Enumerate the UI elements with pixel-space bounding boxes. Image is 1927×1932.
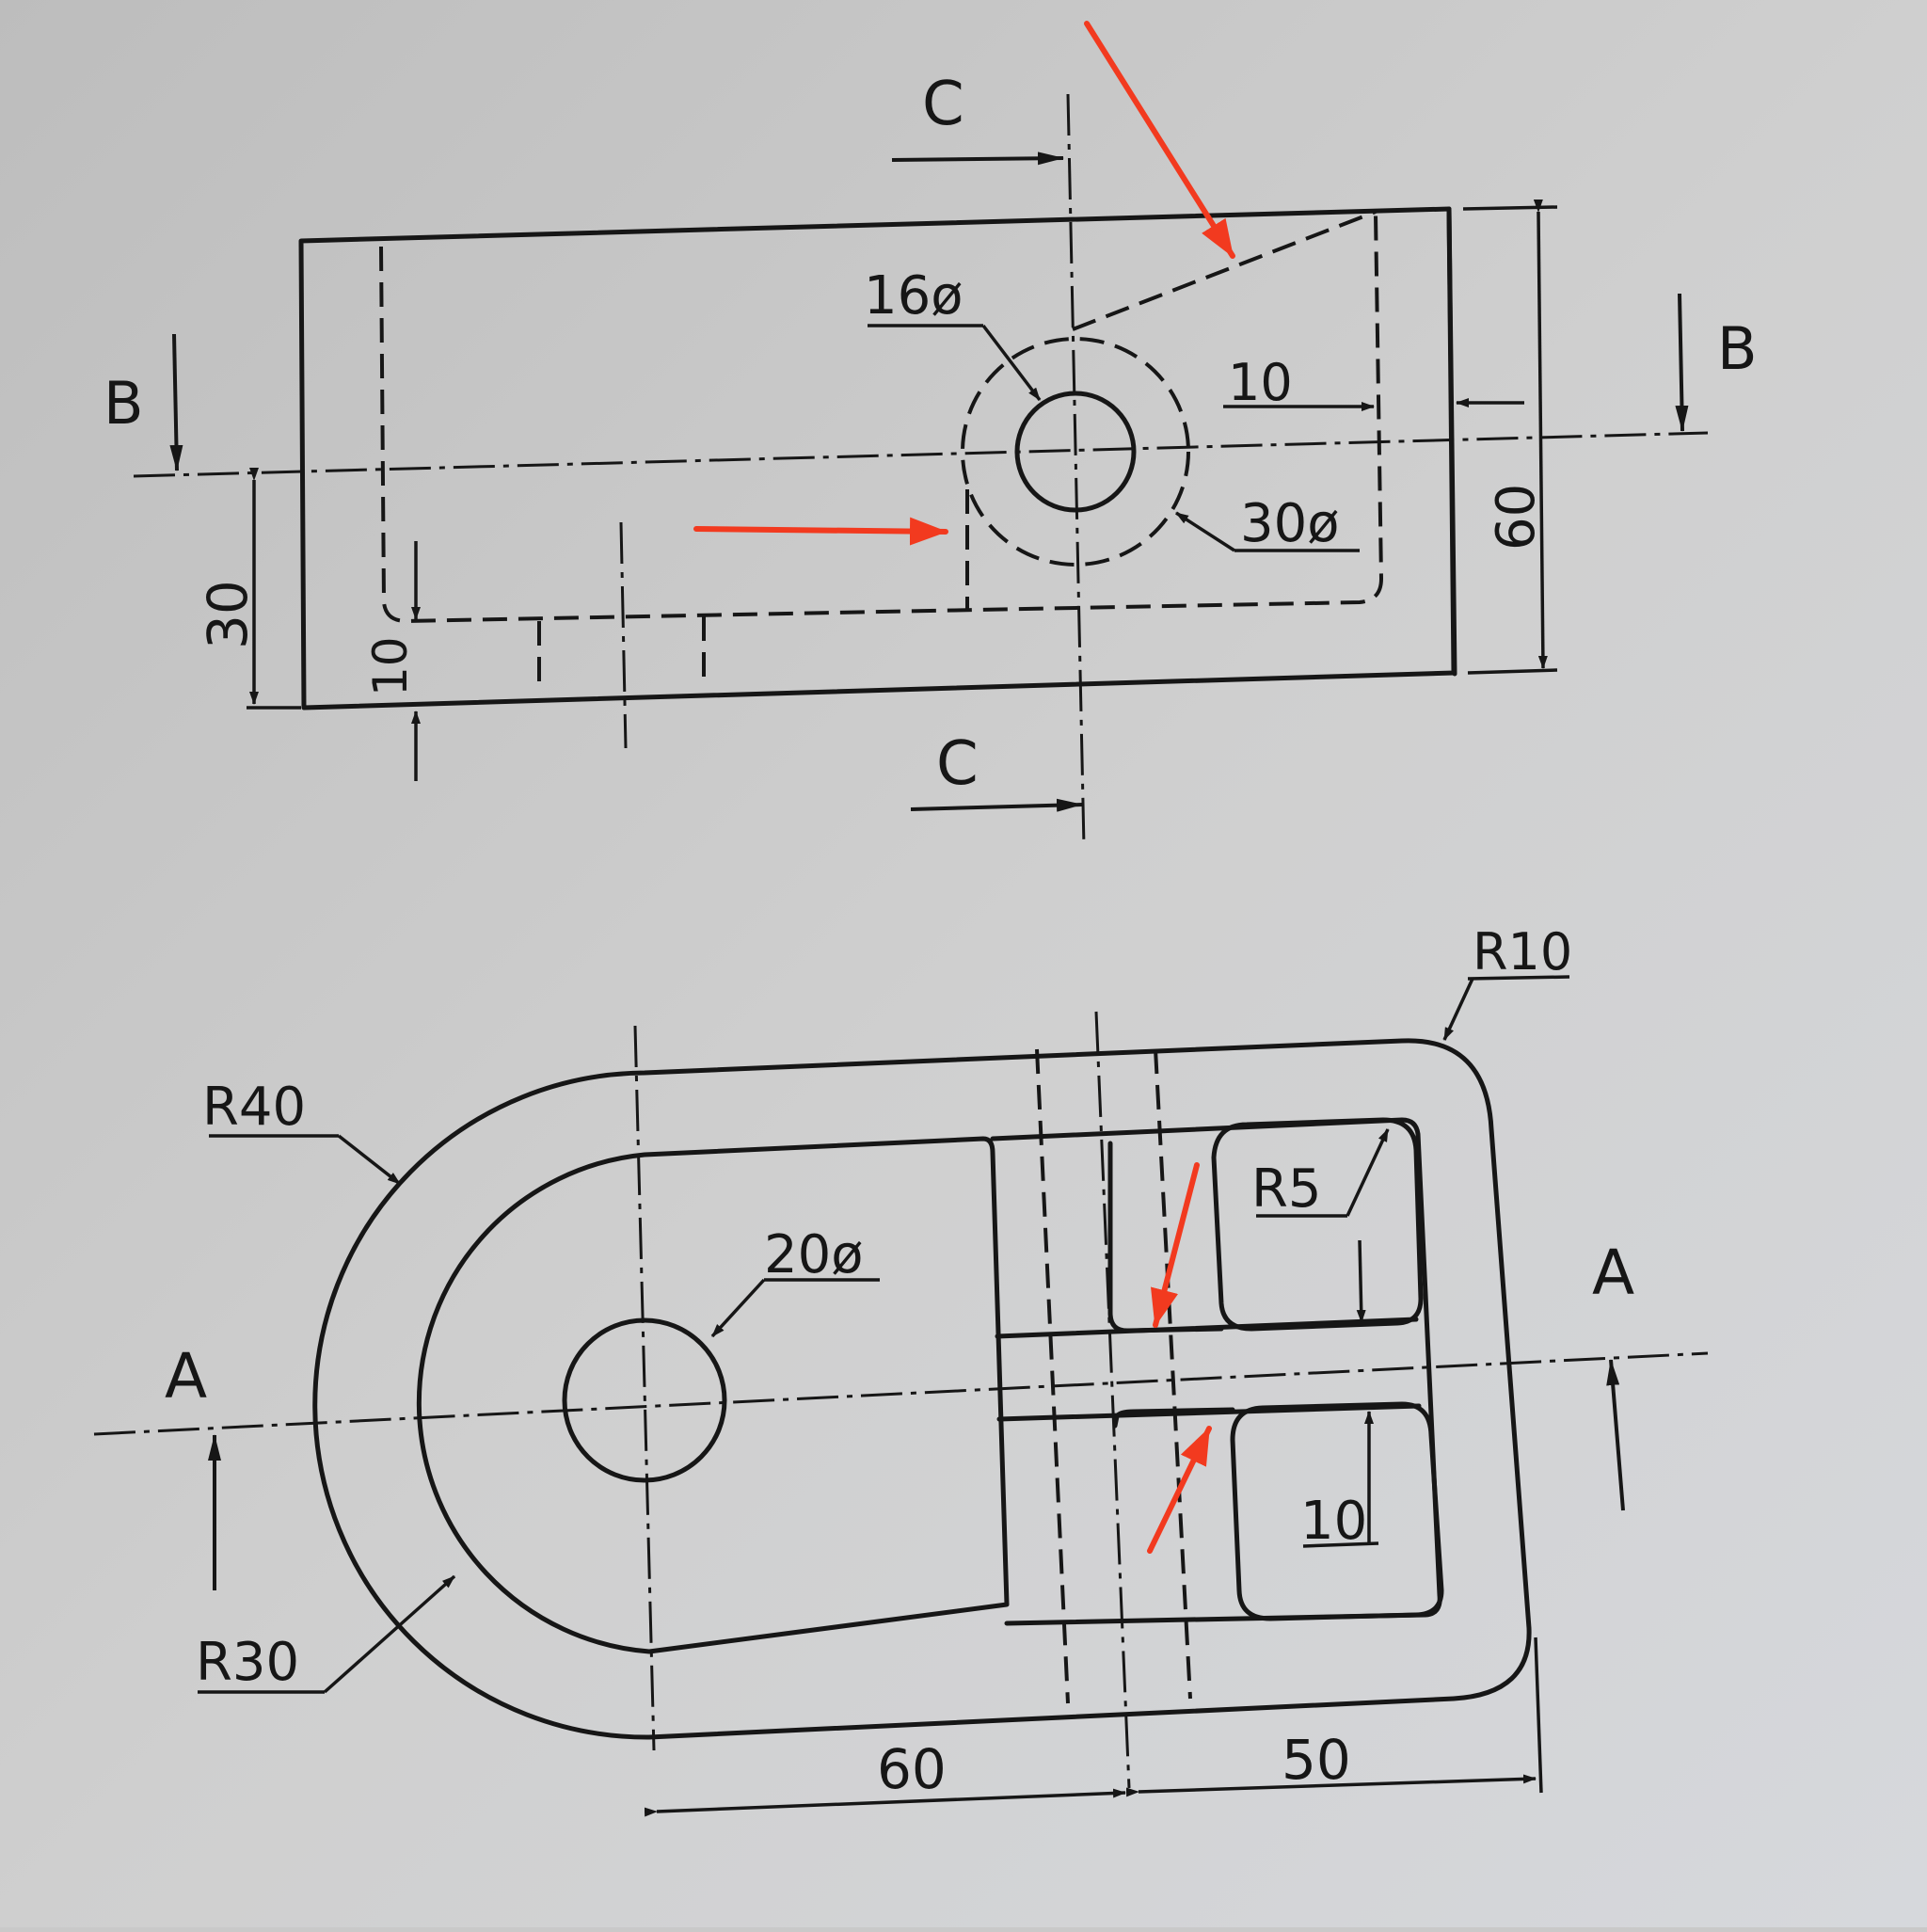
section-b-arrow-right bbox=[1675, 293, 1689, 432]
section-c-arrow-bottom bbox=[910, 798, 1083, 812]
section-a-label-left: A bbox=[165, 1340, 207, 1413]
pocket-lower-right bbox=[1230, 1401, 1444, 1621]
dia-30-leader bbox=[1175, 511, 1235, 552]
boss-30-hidden-circle bbox=[961, 337, 1190, 567]
r40-leader bbox=[337, 1134, 402, 1186]
top-view-horizontal-centerline bbox=[93, 1351, 1709, 1436]
red-arrow-rib-top bbox=[1151, 1162, 1200, 1328]
red-arrow-rib-bottom bbox=[1147, 1426, 1212, 1554]
front-view-vertical-centerline bbox=[1066, 93, 1086, 848]
dim-50-line bbox=[1125, 1774, 1537, 1797]
top-view-left-centerline bbox=[633, 1025, 656, 1751]
top-view: A A R10 R40 R30 20ø R5 10 60 50 bbox=[93, 922, 1709, 1817]
dim-10-pocket-arrow-top bbox=[1356, 1239, 1366, 1323]
dim-60-line-bottom bbox=[644, 1788, 1126, 1817]
dia-16-leader bbox=[981, 324, 1042, 402]
dia-20-label: 20ø bbox=[764, 1224, 864, 1285]
dim-10-bottom-label: 10 bbox=[363, 636, 418, 696]
dim-60-bottom-label: 60 bbox=[877, 1737, 947, 1801]
section-c-arrow-top bbox=[891, 152, 1064, 166]
top-view-hidden-line-1 bbox=[1035, 1048, 1070, 1704]
top-view-hidden-line-2 bbox=[1154, 1048, 1192, 1700]
section-b-label-left: B bbox=[104, 369, 144, 438]
r5-label: R5 bbox=[1251, 1158, 1322, 1220]
r5-leader bbox=[1346, 1128, 1390, 1217]
pocket-upper-right bbox=[1211, 1117, 1424, 1332]
dim-10-wall-label: 10 bbox=[1228, 353, 1293, 412]
pocket-upper-left-edge bbox=[1107, 1141, 1224, 1333]
r10-label: R10 bbox=[1473, 922, 1572, 982]
dim-10-pocket-label: 10 bbox=[1300, 1491, 1367, 1552]
r40-label: R40 bbox=[202, 1077, 306, 1138]
top-view-right-centerline bbox=[1094, 1011, 1131, 1789]
dia-16-label: 16ø bbox=[864, 265, 964, 327]
dia-20-leader bbox=[710, 1278, 766, 1338]
dim-10-pocket-underline bbox=[1302, 1541, 1379, 1548]
dia-30-label: 30ø bbox=[1240, 493, 1340, 554]
front-view-horizontal-centerline bbox=[133, 431, 1709, 478]
dim-30-label: 30 bbox=[196, 580, 260, 649]
dim-60-line bbox=[1533, 199, 1548, 669]
dim-50-label: 50 bbox=[1282, 1728, 1351, 1792]
inclined-hidden-line bbox=[1072, 210, 1377, 331]
r10-underline bbox=[1467, 975, 1570, 981]
front-view-slot-centerline bbox=[619, 521, 628, 749]
front-view-hidden-pocket bbox=[379, 214, 1384, 624]
front-view-hidden-slot bbox=[537, 616, 706, 692]
r10-leader bbox=[1442, 978, 1474, 1041]
section-b-arrow-left bbox=[169, 333, 183, 471]
dim-ext-right bbox=[1534, 1637, 1543, 1794]
hole-20-circle bbox=[562, 1317, 727, 1483]
section-c-label-top: C bbox=[922, 70, 964, 139]
section-a-arrow-right bbox=[1606, 1359, 1625, 1511]
front-view: B B C C 30 10 60 10 16ø 30ø bbox=[104, 21, 1758, 848]
dim-60-ext-top bbox=[1462, 205, 1558, 211]
red-arrow-boss-side bbox=[693, 517, 948, 546]
dim-60-ext-bottom bbox=[1467, 668, 1558, 675]
section-b-label-right: B bbox=[1717, 314, 1758, 383]
r30-leader bbox=[323, 1574, 456, 1694]
front-view-right-edge bbox=[1446, 206, 1457, 677]
top-view-inner-contour bbox=[416, 1136, 1010, 1654]
section-a-label-right: A bbox=[1592, 1237, 1634, 1309]
top-view-outer-contour bbox=[312, 1038, 1532, 1740]
red-arrow-inclined-line bbox=[1084, 21, 1235, 259]
dim-60-right-label: 60 bbox=[1486, 484, 1547, 551]
r30-label: R30 bbox=[196, 1632, 299, 1693]
pocket-lower-left-edge bbox=[1112, 1407, 1235, 1429]
section-c-label-bottom: C bbox=[936, 729, 979, 799]
